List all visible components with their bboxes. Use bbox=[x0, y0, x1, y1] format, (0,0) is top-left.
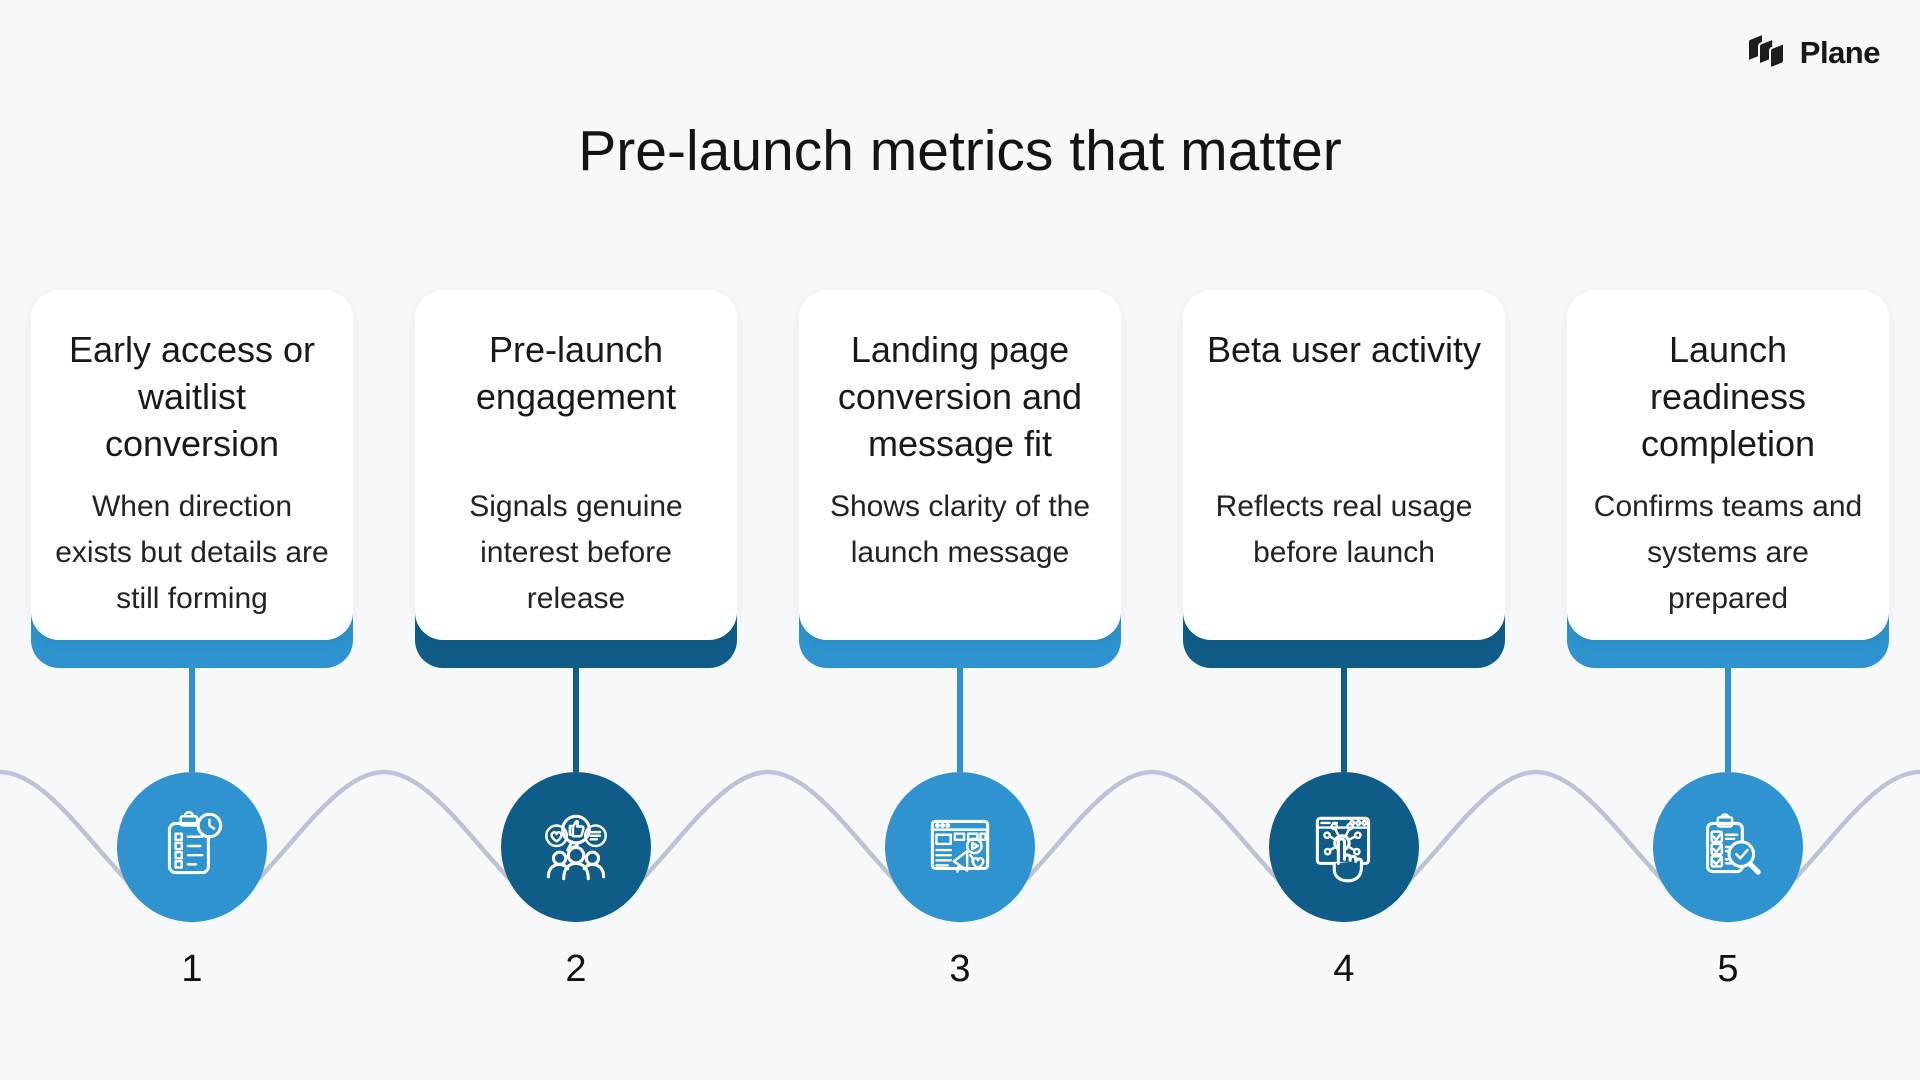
card-description: When direction exists but details are st… bbox=[55, 490, 329, 615]
card-heading: Beta user activity bbox=[1206, 329, 1482, 370]
card-face: Early access or waitlist conversion When… bbox=[31, 290, 353, 640]
plane-logo-mark-icon bbox=[1745, 32, 1791, 74]
step-icon-circle bbox=[501, 772, 651, 922]
step-icon-circle bbox=[885, 772, 1035, 922]
step-card: Beta user activity Reflects real usage b… bbox=[1183, 290, 1505, 668]
card-description: Shows clarity of the launch message bbox=[829, 490, 1091, 569]
step-number: 2 bbox=[565, 948, 587, 990]
connector-line bbox=[189, 668, 195, 772]
step-icon-circle bbox=[1269, 772, 1419, 922]
card-heading: Pre-launch engagement bbox=[475, 329, 677, 417]
card-face: Launch readiness completion Confirms tea… bbox=[1567, 290, 1889, 640]
connector-line bbox=[957, 668, 963, 772]
step-card: Early access or waitlist conversion When… bbox=[31, 290, 353, 668]
connector-line bbox=[1725, 668, 1731, 772]
page-title: Pre-launch metrics that matter bbox=[578, 119, 1342, 183]
audience-engagement-icon bbox=[545, 814, 607, 881]
step-number: 5 bbox=[1717, 948, 1739, 990]
steps-row: Early access or waitlist conversion When… bbox=[0, 290, 1920, 991]
card-heading: Launch readiness completion bbox=[1640, 329, 1816, 464]
step-3: Landing page conversion and message fit … bbox=[768, 290, 1152, 991]
connector-line bbox=[573, 668, 579, 772]
step-number: 3 bbox=[949, 948, 971, 990]
step-2: Pre-launch engagement Signals genuine in… bbox=[384, 290, 768, 991]
step-card: Pre-launch engagement Signals genuine in… bbox=[415, 290, 737, 668]
checklist-magnifier-icon bbox=[1705, 813, 1761, 875]
step-4: Beta user activity Reflects real usage b… bbox=[1152, 290, 1536, 991]
step-icon-circle bbox=[117, 772, 267, 922]
card-description: Confirms teams and systems are prepared bbox=[1593, 490, 1863, 615]
step-5: Launch readiness completion Confirms tea… bbox=[1536, 290, 1920, 991]
card-face: Landing page conversion and message fit … bbox=[799, 290, 1121, 640]
card-face: Pre-launch engagement Signals genuine in… bbox=[415, 290, 737, 640]
landing-page-promo-icon bbox=[930, 819, 990, 873]
step-1: Early access or waitlist conversion When… bbox=[0, 290, 384, 991]
plane-logo: Plane bbox=[1745, 32, 1881, 74]
step-number: 1 bbox=[181, 948, 203, 990]
card-description: Reflects real usage before launch bbox=[1215, 490, 1473, 569]
brand-name: Plane bbox=[1799, 35, 1881, 70]
step-card: Launch readiness completion Confirms tea… bbox=[1567, 290, 1889, 668]
step-icon-circle bbox=[1653, 772, 1803, 922]
browser-tap-network-icon bbox=[1315, 816, 1371, 883]
step-card: Landing page conversion and message fit … bbox=[799, 290, 1121, 668]
card-description: Signals genuine interest before release bbox=[469, 490, 683, 615]
card-heading: Landing page conversion and message fit bbox=[837, 329, 1083, 464]
card-face: Beta user activity Reflects real usage b… bbox=[1183, 290, 1505, 640]
connector-line bbox=[1341, 668, 1347, 772]
card-heading: Early access or waitlist conversion bbox=[68, 329, 316, 464]
clipboard-clock-icon bbox=[167, 810, 223, 875]
step-number: 4 bbox=[1333, 948, 1355, 990]
